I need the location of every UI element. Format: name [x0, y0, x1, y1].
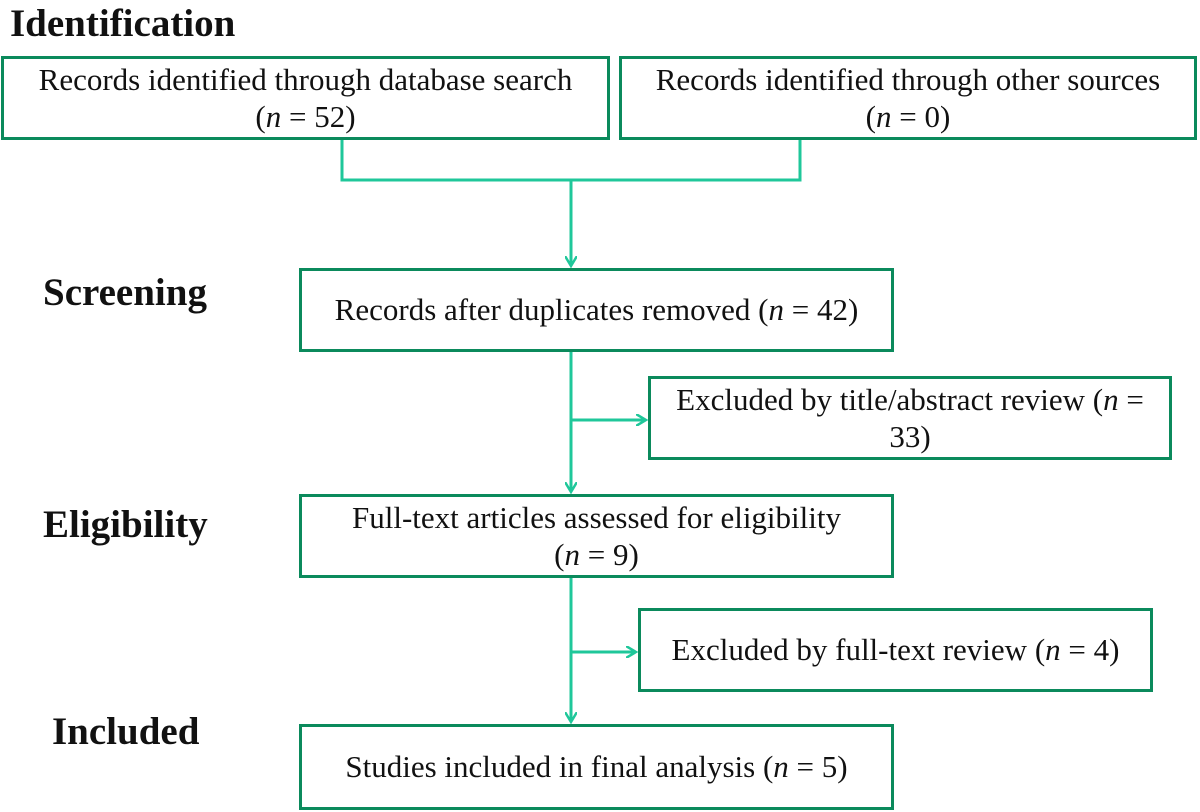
box-database-search: Records identified through database sear…: [1, 56, 610, 140]
box-full-text-assessed-count: (n = 9): [554, 537, 639, 572]
merge-connector: [340, 140, 802, 182]
stage-eligibility: Eligibility: [43, 503, 208, 546]
box-after-duplicates-label: Records after duplicates removed (n = 42…: [334, 292, 859, 328]
stage-screening: Screening: [43, 271, 207, 314]
box-full-text-assessed: Full-text articles assessed for eligibil…: [299, 494, 894, 578]
box-other-sources-count: (n = 0): [865, 99, 951, 134]
box-full-text-assessed-label: Full-text articles assessed for eligibil…: [351, 499, 841, 535]
box-other-sources-label: Records identified through other sources: [655, 61, 1161, 97]
box-excluded-full-text: Excluded by full-text review (n = 4): [638, 608, 1153, 692]
stage-identification: Identification: [10, 2, 236, 45]
box-excluded-title-abstract-label: Excluded by title/abstract review (n =: [676, 381, 1144, 417]
box-other-sources: Records identified through other sources…: [619, 56, 1197, 140]
box-database-search-label: Records identified through database sear…: [38, 61, 573, 97]
box-excluded-title-abstract-count: 33): [889, 419, 931, 454]
box-included-final-label: Studies included in final analysis (n = …: [345, 749, 848, 785]
box-database-search-count: (n = 52): [255, 99, 356, 134]
box-excluded-title-abstract: Excluded by title/abstract review (n = 3…: [648, 376, 1172, 460]
stage-included: Included: [52, 710, 200, 753]
box-included-final: Studies included in final analysis (n = …: [299, 724, 894, 810]
box-excluded-full-text-label: Excluded by full-text review (n = 4): [671, 632, 1120, 668]
box-after-duplicates: Records after duplicates removed (n = 42…: [299, 268, 894, 352]
